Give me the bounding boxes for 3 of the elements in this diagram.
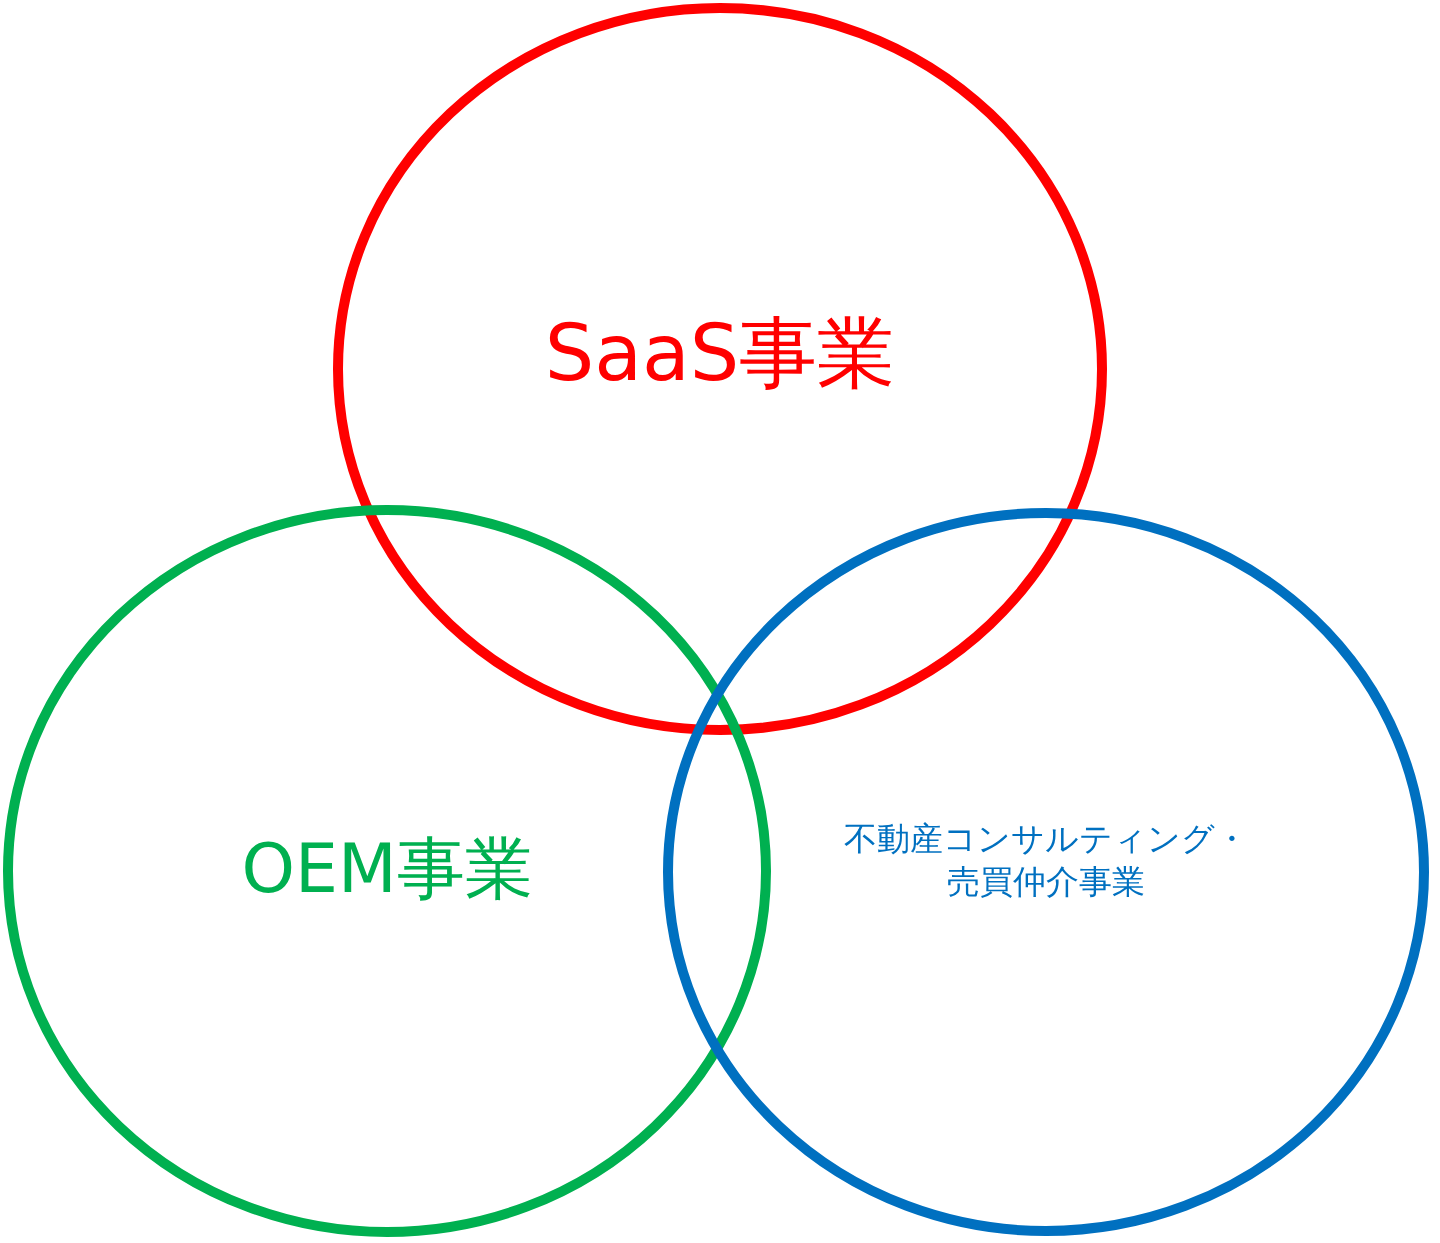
circle-label: OEM事業: [240, 828, 534, 910]
circle-label: SaaS事業: [543, 307, 897, 400]
circle-label: 不動産コンサルティング・売買仲介事業: [843, 818, 1249, 903]
